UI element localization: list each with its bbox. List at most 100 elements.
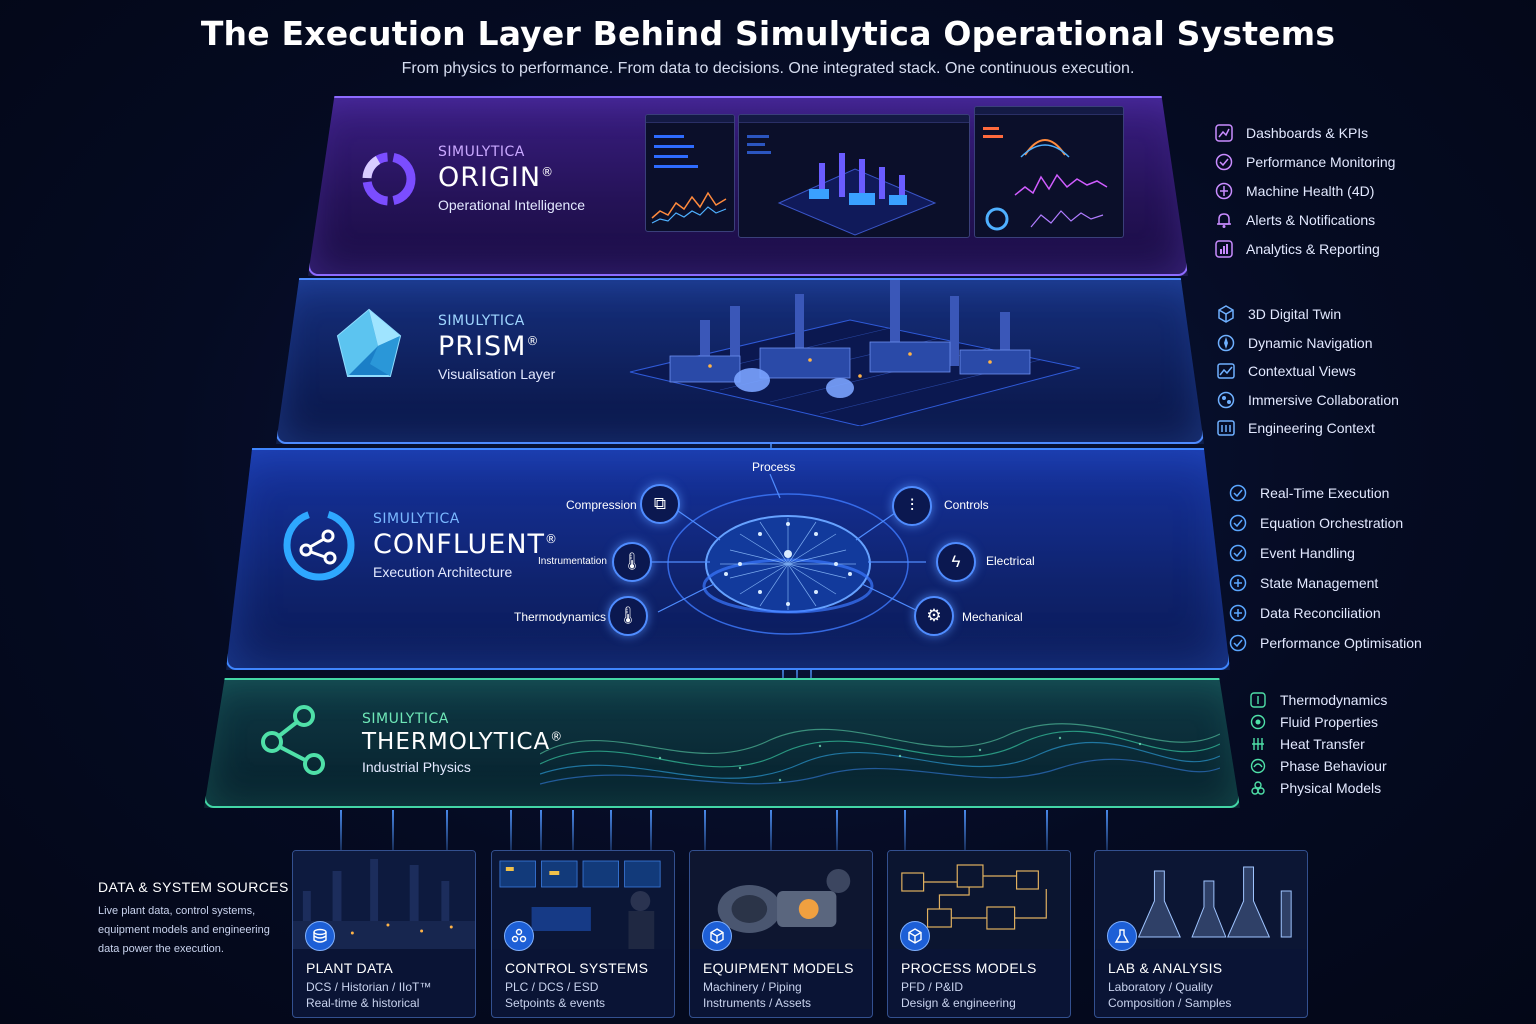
sources-title: DATA & SYSTEM SOURCES [98, 879, 289, 895]
thermolytica-layer[interactable] [204, 678, 1240, 808]
feature-label: Physical Models [1280, 780, 1382, 796]
connector-line [540, 810, 542, 850]
heat-icon [1248, 734, 1268, 754]
feature-item: Machine Health (4D) [1214, 176, 1395, 205]
flask-icon [1107, 921, 1137, 951]
cube-icon [1216, 304, 1236, 324]
feature-label: Heat Transfer [1280, 736, 1365, 752]
controls-node[interactable]: ⫶ [892, 486, 932, 526]
source-card-control-systems[interactable]: CONTROL SYSTEMS PLC / DCS / ESD Setpoint… [491, 850, 675, 1018]
database-icon [305, 921, 335, 951]
source-card-plant-data[interactable]: PLANT DATA DCS / Historian / IIoT™ Real-… [292, 850, 476, 1018]
prism-name-text: PRISM [438, 331, 527, 362]
lightning-icon: ϟ [951, 552, 961, 571]
feature-label: Immersive Collaboration [1248, 391, 1399, 408]
card-line-1: PLC / DCS / ESD [505, 980, 599, 994]
check-circle-icon [1228, 483, 1248, 503]
confluent-reg-mark: ® [545, 532, 559, 546]
origin-name-text: ORIGIN [438, 162, 542, 193]
connector-line [836, 810, 838, 850]
hub-label-thermodynamics: Thermodynamics [514, 610, 607, 624]
physics-wave-graphic [540, 723, 1220, 785]
feature-item: Alerts & Notifications [1214, 205, 1395, 234]
feature-label: Contextual Views [1248, 363, 1356, 380]
electrical-node[interactable]: ϟ [936, 542, 976, 582]
feature-item: Equation Orchestration [1228, 508, 1422, 538]
dashboard-screen-2 [738, 114, 970, 238]
model-icon [1248, 778, 1268, 798]
card-line-1: Laboratory / Quality [1108, 980, 1213, 994]
origin-logo-icon [362, 152, 416, 206]
feature-item: Physical Models [1248, 777, 1387, 799]
thermolytica-brand: SIMULYTICA THERMOLYTICA® Industrial Phys… [362, 711, 563, 775]
feature-label: Phase Behaviour [1280, 758, 1387, 774]
hub-label-electrical: Electrical [986, 554, 1035, 568]
instrumentation-node[interactable]: 🌡 [612, 542, 652, 582]
sliders-icon: ⫶ [909, 496, 915, 515]
connector-line [340, 810, 342, 850]
thermolytica-reg-mark: ® [550, 729, 564, 744]
dashboard-icon [1214, 123, 1234, 143]
feature-item: Performance Monitoring [1214, 147, 1395, 176]
feature-label: Real-Time Execution [1260, 485, 1390, 501]
feature-label: State Management [1260, 575, 1379, 591]
card-line-1: DCS / Historian / IIoT™ [306, 980, 432, 994]
feature-item: Dynamic Navigation [1216, 329, 1399, 358]
control-room-photo [492, 851, 674, 949]
compression-node[interactable]: ⧉ [640, 484, 680, 524]
network-icon [504, 921, 534, 951]
page-title: The Execution Layer Behind Simulytica Op… [200, 14, 1336, 53]
thermolytica-logo-icon [261, 705, 325, 775]
feature-item: Analytics & Reporting [1214, 234, 1395, 263]
sources-description: Live plant data, control systems, equipm… [98, 905, 270, 955]
thermolytica-name-text: THERMOLYTICA [362, 729, 551, 755]
connector-line [392, 810, 394, 850]
feature-label: Equation Orchestration [1260, 515, 1404, 531]
plant-3d-model [629, 280, 1081, 426]
thermolytica-brand-small: SIMULYTICA [362, 711, 449, 727]
source-card-lab-analysis[interactable]: LAB & ANALYSIS Laboratory / Quality Comp… [1094, 850, 1308, 1018]
cube-icon [900, 921, 930, 951]
confluent-logo-icon [283, 509, 355, 581]
confluent-feature-list: Real-Time Execution Equation Orchestrati… [1228, 478, 1422, 658]
thermolytica-description: Industrial Physics [362, 759, 471, 775]
connector-line [964, 810, 966, 850]
feature-item: Real-Time Execution [1228, 478, 1422, 508]
prism-feature-list: 3D Digital Twin Dynamic Navigation Conte… [1216, 300, 1399, 443]
card-line-1: Machinery / Piping [703, 980, 802, 994]
feature-label: Data Reconciliation [1260, 605, 1381, 621]
source-card-process-models[interactable]: PROCESS MODELS PFD / P&ID Design & engin… [887, 850, 1071, 1018]
fluid-icon [1248, 712, 1268, 732]
bell-icon [1214, 210, 1234, 230]
feature-item: Contextual Views [1216, 357, 1399, 386]
feature-item: Immersive Collaboration [1216, 386, 1399, 415]
phase-icon [1248, 756, 1268, 776]
feature-label: Fluid Properties [1280, 714, 1379, 730]
origin-brand-small: SIMULYTICA [438, 144, 525, 160]
feature-label: Machine Health (4D) [1246, 182, 1375, 199]
feature-label: Analytics & Reporting [1246, 240, 1380, 257]
source-card-equipment-models[interactable]: EQUIPMENT MODELS Machinery / Piping Inst… [689, 850, 873, 1018]
page-subtitle: From physics to performance. From data t… [401, 60, 1135, 77]
execution-hub-graphic [650, 474, 926, 635]
collaboration-icon [1216, 390, 1236, 410]
prism-reg-mark: ® [526, 334, 540, 348]
prism-description: Visualisation Layer [438, 366, 556, 382]
compass-icon [1216, 333, 1236, 353]
health-icon [1214, 181, 1234, 201]
feature-label: Engineering Context [1248, 420, 1375, 437]
origin-description: Operational Intelligence [438, 197, 586, 213]
mechanical-node[interactable]: ⚙ [914, 596, 954, 636]
thermodynamics-node[interactable]: 🌡 [608, 596, 648, 636]
connector-line [904, 810, 906, 850]
feature-item: Engineering Context [1216, 414, 1399, 443]
feature-label: Performance Monitoring [1246, 153, 1396, 170]
plus-circle-icon [1228, 573, 1248, 593]
check-circle-icon [1228, 513, 1248, 533]
origin-brand: SIMULYTICA ORIGIN® Operational Intellige… [438, 144, 585, 213]
card-title: LAB & ANALYSIS [1108, 960, 1223, 976]
connector-line [704, 810, 706, 850]
card-title: PROCESS MODELS [901, 960, 1037, 976]
view-icon [1216, 361, 1236, 381]
confluent-brand: SIMULYTICA CONFLUENT® Execution Architec… [373, 511, 558, 580]
